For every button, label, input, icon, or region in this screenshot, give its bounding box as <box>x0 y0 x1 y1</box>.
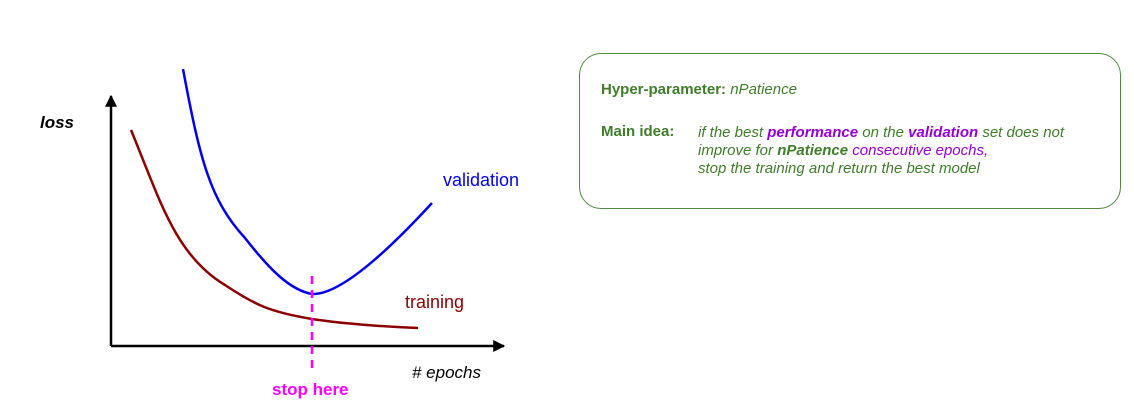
main-idea-line-1-e: set does not <box>978 124 1065 141</box>
training-curve <box>129 129 419 330</box>
hyper-parameter-value: nPatience <box>730 81 797 98</box>
main-idea-line-2: improve for nPatience consecutive epochs… <box>698 142 1064 160</box>
validation-curve <box>181 68 433 296</box>
training-label: training <box>405 292 464 312</box>
validation-keyword: validation <box>908 124 979 141</box>
hyper-parameter-line: Hyper-parameter: nPatience <box>601 81 797 99</box>
early-stopping-diagram: loss # epochs validation training stop h… <box>40 68 519 399</box>
main-idea-line-1: if the best performance on the validatio… <box>698 124 1064 142</box>
performance-keyword: performance <box>767 124 859 141</box>
npatience-keyword: nPatience <box>777 142 849 159</box>
main-idea-line-1-a: if the best <box>698 124 768 141</box>
hyper-parameter-label: Hyper-parameter: <box>601 81 727 98</box>
main-idea-line-2-a: improve for <box>698 142 778 159</box>
main-idea-line-3: stop the training and return the best mo… <box>698 160 980 177</box>
main-idea-label: Main idea: <box>601 123 675 140</box>
main-idea-text: if the best performance on the validatio… <box>698 124 1064 178</box>
info-box: Hyper-parameter: nPatience Main idea: if… <box>579 53 1121 209</box>
main-idea-line-2-c: consecutive epochs, <box>848 142 989 159</box>
main-idea-line-1-c: on the <box>858 124 909 141</box>
validation-label: validation <box>443 170 519 190</box>
x-axis-label: # epochs <box>412 363 481 382</box>
y-axis-label: loss <box>40 113 74 132</box>
stop-here-label: stop here <box>272 380 349 399</box>
